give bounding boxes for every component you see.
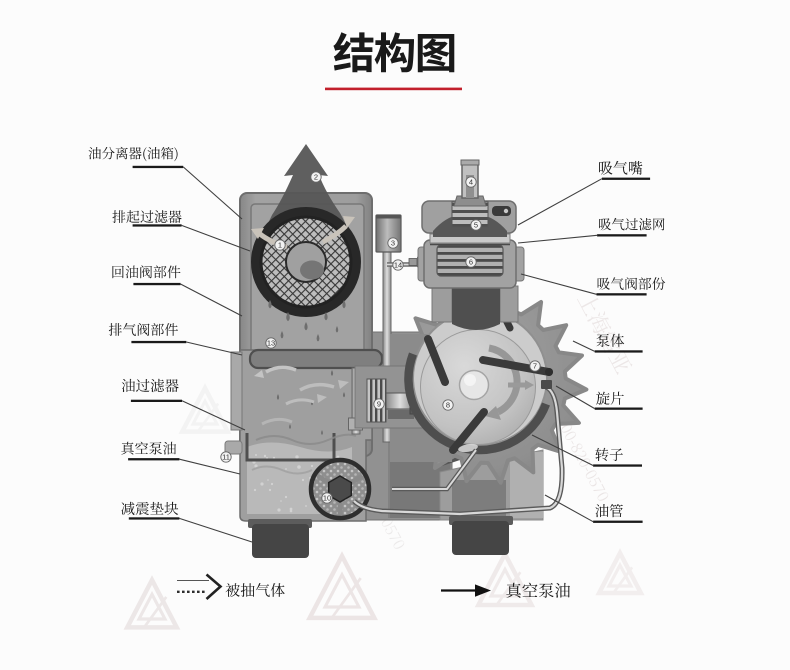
svg-text:6: 6 — [469, 258, 473, 267]
svg-text:7: 7 — [533, 362, 537, 371]
svg-text:11: 11 — [222, 453, 230, 462]
svg-text:3: 3 — [391, 239, 395, 248]
svg-text:4: 4 — [469, 178, 473, 187]
svg-text:13: 13 — [267, 339, 275, 348]
svg-text:5: 5 — [474, 221, 478, 230]
svg-text:14: 14 — [394, 261, 402, 270]
svg-text:9: 9 — [377, 400, 381, 409]
svg-text:1: 1 — [278, 241, 282, 250]
svg-text:8: 8 — [446, 401, 450, 410]
svg-text:2: 2 — [314, 173, 318, 182]
svg-text:10: 10 — [323, 494, 331, 503]
